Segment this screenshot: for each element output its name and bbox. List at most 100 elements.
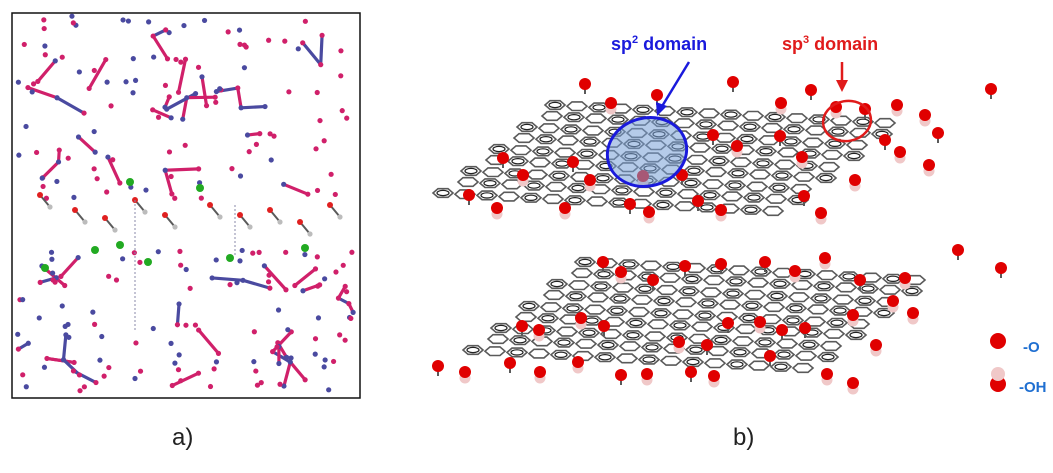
hexagon-ring xyxy=(543,99,567,111)
lattice-bond xyxy=(301,41,323,67)
lattice-atom xyxy=(125,18,132,24)
lattice-bond xyxy=(61,358,82,377)
aromatic-ring xyxy=(905,287,919,295)
hexagon-ring xyxy=(761,205,785,217)
hexagon-ring xyxy=(596,339,620,351)
lattice-atom xyxy=(332,191,338,198)
hexagon-ring xyxy=(525,169,549,180)
hexagon-ring xyxy=(639,260,663,271)
hexagon-ring xyxy=(703,358,727,369)
hexagon-ring xyxy=(661,261,685,272)
hexagon-ring xyxy=(825,317,849,328)
hexagon-ring xyxy=(459,165,483,177)
aromatic-ring xyxy=(522,302,536,310)
aromatic-ring xyxy=(557,339,571,346)
lattice-bond xyxy=(200,75,209,108)
lattice-atom xyxy=(302,377,308,383)
aromatic-ring xyxy=(645,344,659,351)
aromatic-ring xyxy=(682,288,696,295)
lattice-atom xyxy=(176,301,182,307)
hexagon-ring xyxy=(723,180,747,191)
lattice-atom xyxy=(25,340,31,346)
lattice-atom xyxy=(150,33,156,39)
hydrogen-atom xyxy=(337,214,343,220)
lattice-atom xyxy=(344,115,350,121)
lattice-atom xyxy=(41,25,47,32)
hexagon-ring xyxy=(577,327,601,338)
hexagon-ring xyxy=(552,337,576,348)
oxygen-atom xyxy=(701,339,713,351)
oxygen-atom xyxy=(534,366,546,378)
lattice-atom xyxy=(71,359,77,366)
lattice-atom xyxy=(151,54,157,60)
aromatic-ring xyxy=(613,295,627,302)
lattice-atom xyxy=(253,368,259,374)
lattice-atom xyxy=(150,325,156,332)
oxygen-atom xyxy=(715,204,727,216)
lattice-atom xyxy=(174,322,181,328)
lattice-atom xyxy=(20,297,26,303)
hexagon-ring xyxy=(809,293,833,304)
lattice-atom xyxy=(117,180,123,186)
aromatic-ring xyxy=(583,138,597,145)
oxygen-atom xyxy=(651,89,663,101)
lower-lattice-slab xyxy=(15,247,356,394)
aromatic-ring xyxy=(636,106,650,114)
lattice-atom xyxy=(92,149,98,155)
hexagon-ring xyxy=(556,135,580,146)
hexagon-ring xyxy=(848,127,872,138)
lattice-bond xyxy=(45,356,76,365)
hydrogen-atom xyxy=(307,231,313,237)
oxygen-atom xyxy=(567,156,579,168)
sp3-domain-ellipse xyxy=(821,99,873,143)
lattice-atom xyxy=(276,360,282,367)
oxygen-atom xyxy=(805,84,817,96)
lattice-atom xyxy=(300,40,306,46)
oxygen-atom xyxy=(932,127,944,139)
hexagon-ring xyxy=(559,124,583,135)
oxygen-atom xyxy=(774,130,786,142)
lattice-bond xyxy=(241,278,272,290)
lattice-atom xyxy=(43,195,50,201)
oxygen-atom xyxy=(162,212,168,218)
lattice-atom xyxy=(270,349,276,355)
lattice-atom xyxy=(184,95,190,101)
hexagon-ring xyxy=(791,362,815,374)
oxygen-atom xyxy=(497,152,509,164)
lattice-atom xyxy=(237,41,243,47)
hydrogen-atom xyxy=(247,224,253,230)
aromatic-ring xyxy=(730,361,744,368)
oxygen-atom xyxy=(919,109,931,121)
lattice-bond xyxy=(262,264,288,292)
oxygen-atom xyxy=(995,262,1007,274)
legend-oh-oxygen-atom xyxy=(990,376,1006,392)
lattice-atom xyxy=(275,307,282,313)
lattice-atom xyxy=(262,103,268,110)
lattice-atom xyxy=(155,249,161,255)
hexagon-ring xyxy=(787,292,811,303)
oxygen-atom xyxy=(605,97,617,109)
top-sheet-functional-groups xyxy=(463,76,997,225)
hexagon-ring xyxy=(595,258,619,269)
hexagon-ring xyxy=(674,297,698,308)
oxygen-atom xyxy=(731,140,743,152)
hexagon-ring xyxy=(707,155,731,167)
hexagon-ring xyxy=(746,277,770,288)
hexagon-ring xyxy=(652,295,676,307)
hexagon-ring xyxy=(693,310,717,321)
hexagon-ring xyxy=(856,283,880,294)
hexagon-ring xyxy=(792,171,816,182)
lattice-atom xyxy=(25,84,31,91)
lattice-atom xyxy=(90,309,96,315)
lattice-atom xyxy=(212,94,218,100)
aromatic-ring xyxy=(786,317,800,324)
lattice-atom xyxy=(322,357,328,363)
lattice-atom xyxy=(282,38,288,44)
aromatic-ring xyxy=(510,349,524,356)
lattice-atom xyxy=(40,183,46,190)
lattice-atom xyxy=(131,250,137,256)
lattice-atom xyxy=(317,117,323,124)
aromatic-ring xyxy=(552,172,566,179)
lattice-atom xyxy=(261,263,267,269)
lattice-atom xyxy=(66,334,72,340)
